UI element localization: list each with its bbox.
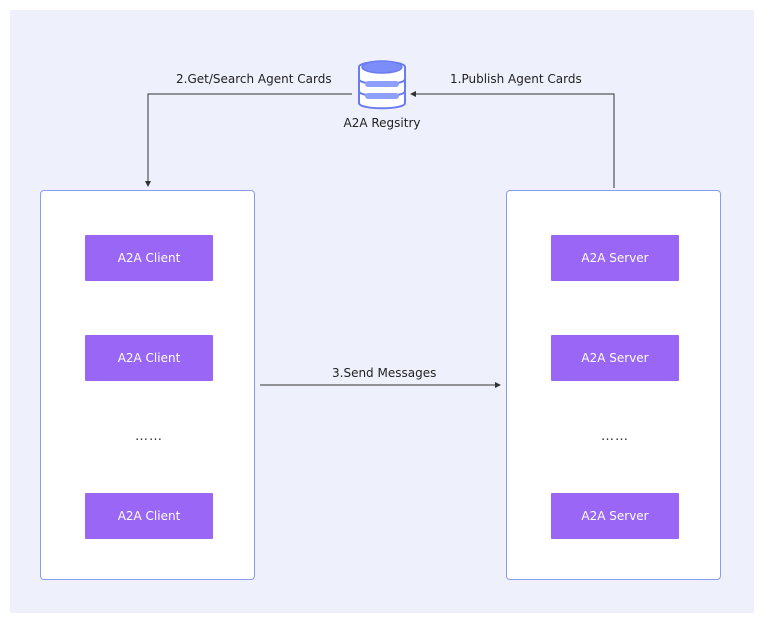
client-node-1: A2A Client (85, 235, 213, 281)
send-edge-label: 3.Send Messages (332, 366, 437, 380)
publish-edge-line (410, 91, 615, 188)
server-ellipsis: …… (601, 429, 629, 444)
publish-edge-label: 1.Publish Agent Cards (450, 72, 582, 86)
server-panel: A2A Server A2A Server …… A2A Server (506, 190, 721, 580)
database-icon (358, 60, 406, 110)
registry-label: A2A Regsitry (343, 116, 421, 130)
client-ellipsis: …… (135, 429, 163, 444)
server-node-2: A2A Server (551, 335, 679, 381)
client-node-3: A2A Client (85, 493, 213, 539)
server-node-1: A2A Server (551, 235, 679, 281)
search-edge-line (145, 93, 352, 187)
client-panel: A2A Client A2A Client …… A2A Client (40, 190, 255, 580)
client-node-2: A2A Client (85, 335, 213, 381)
search-edge-label: 2.Get/Search Agent Cards (176, 72, 332, 86)
server-node-3: A2A Server (551, 493, 679, 539)
